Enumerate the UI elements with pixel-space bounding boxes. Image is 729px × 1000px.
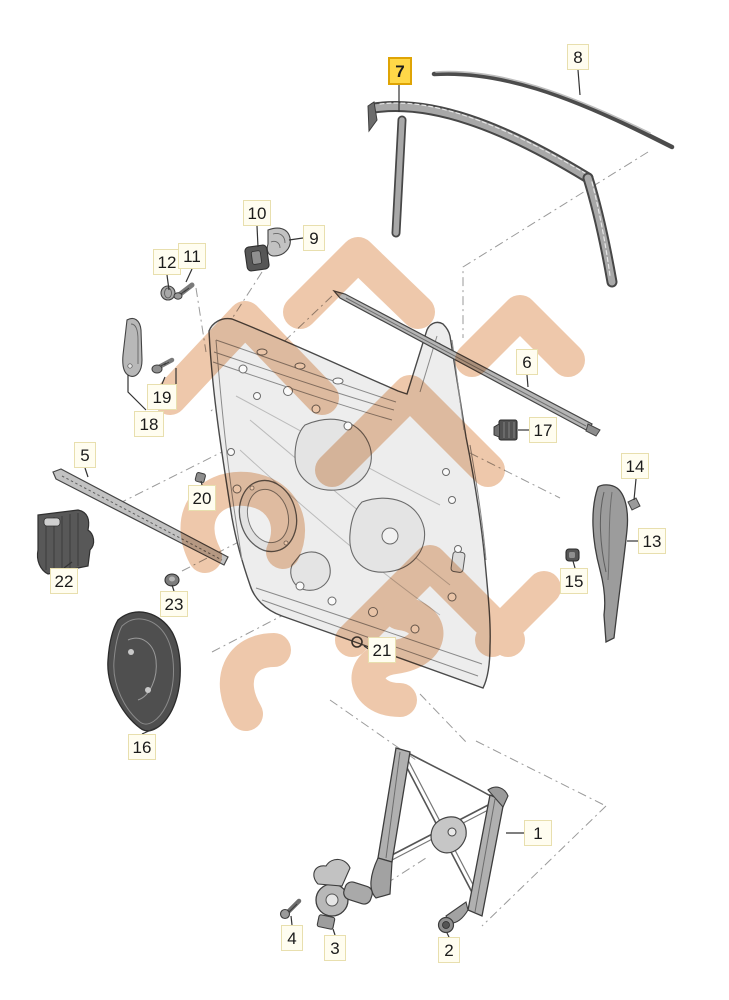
part-label-12[interactable]: 12 bbox=[153, 249, 181, 275]
part-label-18[interactable]: 18 bbox=[134, 411, 164, 437]
part-label-21[interactable]: 21 bbox=[368, 637, 396, 663]
part-label-20[interactable]: 20 bbox=[188, 485, 216, 511]
sound-pad-part22 bbox=[36, 509, 95, 575]
wedge-part18 bbox=[122, 317, 143, 377]
part-label-6[interactable]: 6 bbox=[516, 349, 538, 375]
part-label-3[interactable]: 3 bbox=[324, 935, 346, 961]
part-label-2[interactable]: 2 bbox=[438, 937, 460, 963]
watermark-pattern bbox=[153, 237, 585, 731]
part-label-8[interactable]: 8 bbox=[567, 44, 589, 70]
part-label-23[interactable]: 23 bbox=[160, 591, 188, 617]
part-label-22[interactable]: 22 bbox=[50, 568, 78, 594]
part-label-1[interactable]: 1 bbox=[524, 820, 552, 846]
grommet-part15 bbox=[565, 548, 580, 562]
screw-part11 bbox=[173, 282, 195, 300]
bracket-part10 bbox=[244, 244, 270, 272]
part-label-13[interactable]: 13 bbox=[638, 528, 666, 554]
part-label-10[interactable]: 10 bbox=[243, 200, 271, 226]
part-label-14[interactable]: 14 bbox=[621, 453, 649, 479]
grommet-part23 bbox=[164, 573, 180, 587]
window-guide-frame-part7 bbox=[367, 100, 618, 288]
bolt-part19 bbox=[151, 357, 175, 374]
clip-part14 bbox=[627, 497, 641, 511]
rear-guide-rail-part13 bbox=[592, 484, 629, 644]
roof-trim-strip-part8 bbox=[431, 70, 675, 150]
nut-part2 bbox=[437, 916, 455, 934]
part-label-9[interactable]: 9 bbox=[303, 225, 325, 251]
part-label-16[interactable]: 16 bbox=[128, 734, 156, 760]
part-label-15[interactable]: 15 bbox=[560, 568, 588, 594]
pin-part12 bbox=[160, 285, 176, 301]
part-label-5[interactable]: 5 bbox=[74, 442, 96, 468]
clip-part17 bbox=[493, 419, 518, 441]
window-regulator-part1 bbox=[370, 747, 509, 924]
clip-part20 bbox=[194, 472, 206, 484]
part-label-17[interactable]: 17 bbox=[529, 417, 557, 443]
screw-part4 bbox=[279, 898, 302, 920]
sound-pad-part16 bbox=[107, 611, 181, 732]
part-label-4[interactable]: 4 bbox=[281, 925, 303, 951]
part-label-7[interactable]: 7 bbox=[388, 57, 412, 85]
part-label-19[interactable]: 19 bbox=[147, 384, 177, 410]
part-label-11[interactable]: 11 bbox=[178, 243, 206, 269]
wedge-part9 bbox=[266, 227, 291, 257]
regulator-motor-part3 bbox=[313, 858, 373, 930]
